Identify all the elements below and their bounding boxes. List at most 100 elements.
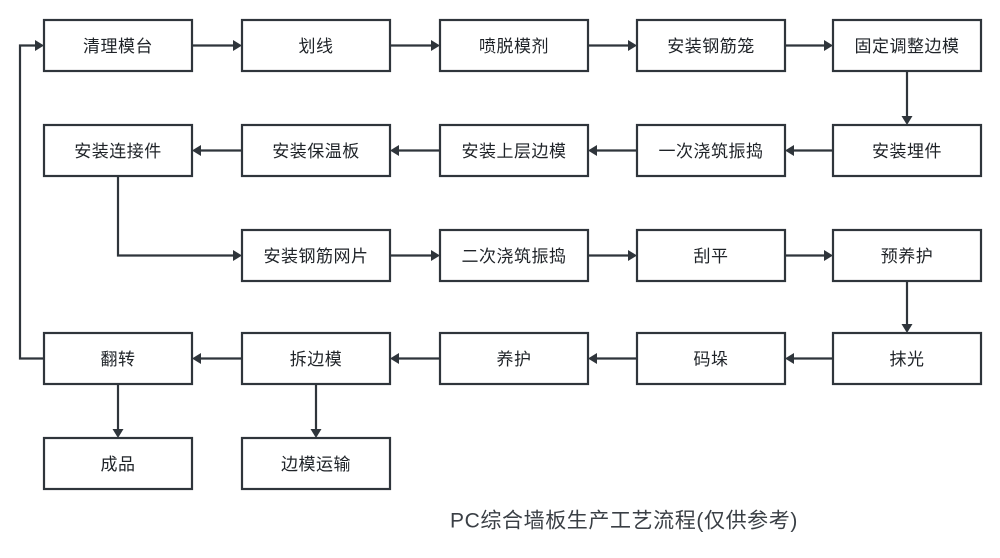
node-label: 划线 xyxy=(299,37,334,56)
arrow-head-icon xyxy=(588,145,597,156)
edge-n3-to-n4 xyxy=(588,40,637,51)
arrow-head-icon xyxy=(35,40,44,51)
edge-n14-to-n15 xyxy=(901,281,913,333)
arrow-head-icon xyxy=(785,145,794,156)
arrow-head-icon xyxy=(192,145,201,156)
edge-line xyxy=(18,44,44,360)
process-node[interactable]: 拆边模 xyxy=(240,331,392,386)
process-node[interactable]: 喷脱模剂 xyxy=(438,18,590,73)
node-box[interactable] xyxy=(240,123,392,178)
edge-n4-to-n5 xyxy=(785,40,833,51)
node-label: 抹光 xyxy=(890,350,925,369)
node-box[interactable] xyxy=(831,18,983,73)
node-box[interactable] xyxy=(635,331,787,386)
node-box[interactable] xyxy=(42,331,194,386)
arrow-head-icon xyxy=(628,40,637,51)
process-node[interactable]: 划线 xyxy=(240,18,392,73)
node-box[interactable] xyxy=(240,331,392,386)
edge-n18-to-n19 xyxy=(192,353,242,364)
process-node[interactable]: 成品 xyxy=(42,436,194,491)
arrow-head-icon xyxy=(628,250,637,261)
process-node[interactable]: 刮平 xyxy=(635,228,787,283)
node-box[interactable] xyxy=(240,436,392,491)
node-label: 安装上层边模 xyxy=(462,142,567,161)
node-box[interactable] xyxy=(438,123,590,178)
arrow-head-icon xyxy=(192,353,201,364)
process-node[interactable]: 固定调整边模 xyxy=(831,18,983,73)
process-node[interactable]: 安装连接件 xyxy=(42,123,194,178)
node-box[interactable] xyxy=(635,228,787,283)
arrow-head-icon xyxy=(901,116,913,125)
arrow-head-icon xyxy=(390,353,399,364)
node-label: 拆边模 xyxy=(290,350,343,369)
node-label: 安装保温板 xyxy=(272,142,360,161)
edge-n2-to-n3 xyxy=(390,40,440,51)
process-node[interactable]: 预养护 xyxy=(831,228,983,283)
node-label: 安装连接件 xyxy=(74,142,162,161)
arrow-head-icon xyxy=(233,250,242,261)
node-box[interactable] xyxy=(438,331,590,386)
process-node[interactable]: 二次浇筑振捣 xyxy=(438,228,590,283)
node-label: 刮平 xyxy=(694,247,729,266)
edge-n9-to-n10 xyxy=(192,145,242,156)
edge-n19-to-n1 xyxy=(18,40,44,360)
node-label: 安装埋件 xyxy=(872,142,942,161)
node-box[interactable] xyxy=(635,18,787,73)
process-node[interactable]: 安装钢筋笼 xyxy=(635,18,787,73)
edge-n17-to-n18 xyxy=(390,353,440,364)
edge-n18-to-n21 xyxy=(310,384,322,438)
edge-n19-to-n20 xyxy=(112,384,124,438)
node-label: 成品 xyxy=(101,455,136,474)
node-box[interactable] xyxy=(438,18,590,73)
edge-line xyxy=(116,176,235,257)
node-label: 边模运输 xyxy=(281,455,351,474)
node-label: 二次浇筑振捣 xyxy=(462,247,567,266)
process-node[interactable]: 养护 xyxy=(438,331,590,386)
process-node[interactable]: 安装钢筋网片 xyxy=(240,228,392,283)
arrow-head-icon xyxy=(233,40,242,51)
node-box[interactable] xyxy=(438,228,590,283)
node-label: 养护 xyxy=(497,350,532,369)
node-box[interactable] xyxy=(42,123,194,178)
arrow-head-icon xyxy=(310,429,322,438)
edge-n6-to-n7 xyxy=(785,145,833,156)
node-box[interactable] xyxy=(831,123,983,178)
node-label: 翻转 xyxy=(101,350,136,369)
edge-n12-to-n13 xyxy=(588,250,637,261)
node-label: 清理模台 xyxy=(83,37,153,56)
node-box[interactable] xyxy=(240,18,392,73)
arrow-head-icon xyxy=(431,40,440,51)
node-label: 码垛 xyxy=(694,350,729,369)
process-node[interactable]: 安装保温板 xyxy=(240,123,392,178)
process-node[interactable]: 安装埋件 xyxy=(831,123,983,178)
node-box[interactable] xyxy=(831,331,983,386)
diagram-caption: PC综合墙板生产工艺流程(仅供参考) xyxy=(450,510,798,533)
process-node[interactable]: 清理模台 xyxy=(42,18,194,73)
node-label: 安装钢筋笼 xyxy=(667,37,755,56)
node-label: 一次浇筑振捣 xyxy=(659,142,764,161)
edge-n8-to-n9 xyxy=(390,145,440,156)
edge-n1-to-n2 xyxy=(192,40,242,51)
process-node[interactable]: 安装上层边模 xyxy=(438,123,590,178)
process-node[interactable]: 边模运输 xyxy=(240,436,392,491)
node-box[interactable] xyxy=(635,123,787,178)
node-box[interactable] xyxy=(831,228,983,283)
node-box[interactable] xyxy=(42,18,194,73)
edge-n11-to-n12 xyxy=(390,250,440,261)
arrow-head-icon xyxy=(390,145,399,156)
arrow-head-icon xyxy=(112,429,124,438)
arrow-head-icon xyxy=(901,324,913,333)
edge-n16-to-n17 xyxy=(588,353,637,364)
process-node[interactable]: 抹光 xyxy=(831,331,983,386)
node-box[interactable] xyxy=(42,436,194,491)
node-box[interactable] xyxy=(240,228,392,283)
edge-n13-to-n14 xyxy=(785,250,833,261)
process-node[interactable]: 翻转 xyxy=(42,331,194,386)
edges-layer xyxy=(18,40,913,438)
process-node[interactable]: 码垛 xyxy=(635,331,787,386)
node-label: 固定调整边模 xyxy=(855,37,960,56)
arrow-head-icon xyxy=(431,250,440,261)
process-node[interactable]: 一次浇筑振捣 xyxy=(635,123,787,178)
